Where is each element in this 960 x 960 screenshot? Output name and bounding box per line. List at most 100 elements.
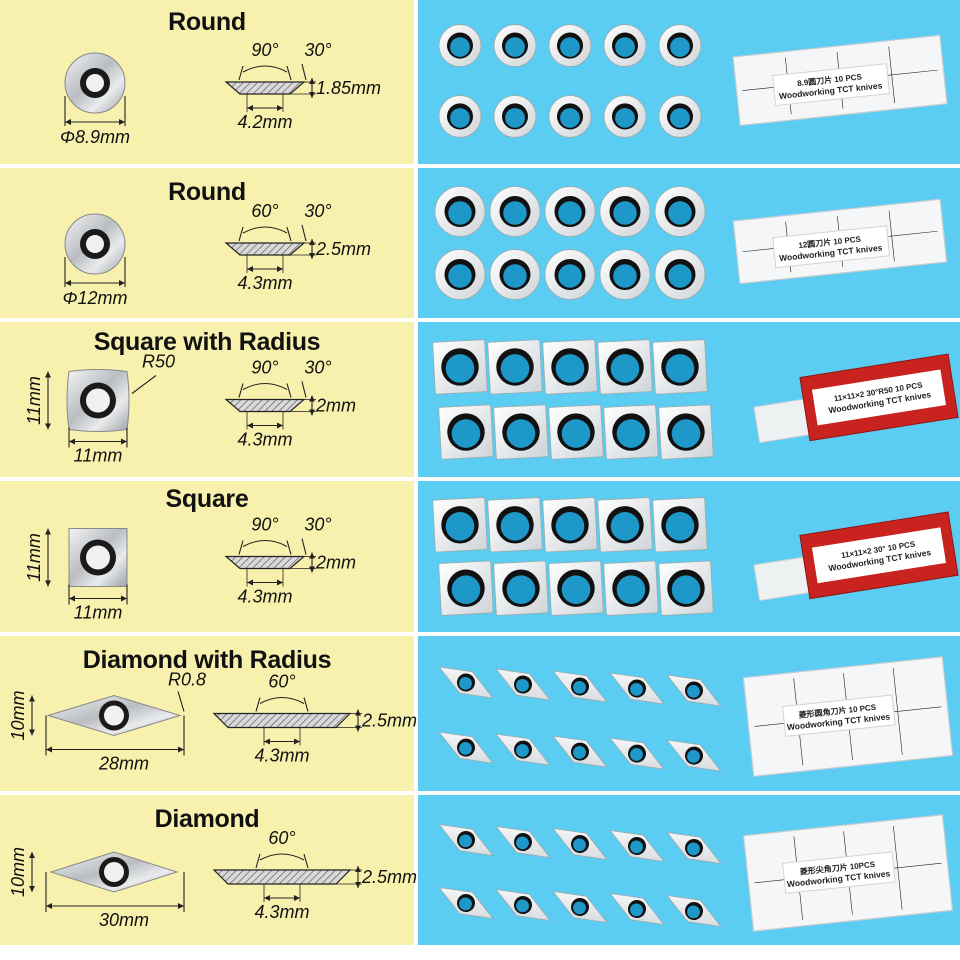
angle-label: 60° [268, 672, 295, 692]
box-label [772, 225, 891, 269]
product-title: Square with Radius [93, 328, 321, 356]
insert-icon [495, 888, 551, 922]
thickness-label: 2.5mm [315, 239, 371, 259]
insert-grid [432, 497, 714, 616]
product-title: Round [168, 8, 246, 36]
length-label: 30mm [99, 910, 149, 930]
spec-panel: Diamond 10mm 30mm 60° 2.5mm 4.3mm [0, 795, 417, 945]
insert-icon [552, 735, 608, 768]
width-label: 4.3mm [237, 587, 292, 607]
box-label [782, 851, 896, 894]
insert-drawing [68, 528, 128, 587]
length-label: 28mm [98, 754, 149, 774]
angle-label: 60° [251, 201, 278, 221]
insert-icon [552, 890, 608, 924]
relief-label: 30° [304, 358, 331, 378]
cross-section [212, 712, 352, 729]
angle-arc [259, 853, 305, 861]
insert-icon [609, 892, 665, 926]
insert-icon [495, 733, 551, 766]
thickness-label: 2.5mm [361, 867, 417, 887]
angle-arc [242, 540, 288, 547]
relief-label: 30° [304, 40, 331, 60]
insert-grid [438, 24, 702, 138]
insert-icon [438, 886, 494, 920]
angle-label: 90° [251, 515, 278, 535]
angle-label: 90° [251, 358, 278, 378]
width-label: 4.3mm [254, 902, 309, 922]
diameter-label: Φ12mm [62, 288, 127, 308]
angle-label: 60° [268, 828, 295, 848]
thickness-label: 2mm [315, 553, 356, 573]
insert-icon [609, 829, 665, 863]
insert-icon [666, 739, 722, 772]
insert-grid [438, 823, 722, 928]
insert-drawing [46, 694, 182, 737]
angle-arc [242, 383, 288, 390]
side-label: 11mm [74, 446, 123, 466]
product-title: Diamond [154, 805, 260, 833]
insert-drawing [64, 213, 126, 275]
width-label: 4.3mm [254, 746, 309, 766]
cross-section [212, 869, 352, 885]
height-label: 10mm [8, 690, 28, 740]
radius-label: R0.8 [168, 670, 206, 690]
insert-icon [552, 827, 608, 861]
box-label [811, 527, 947, 584]
insert-icon [438, 666, 494, 699]
product-title: Round [168, 178, 246, 206]
insert-icon [438, 823, 494, 857]
side-label: 11mm [74, 603, 123, 623]
diameter-label: Φ8.9mm [60, 127, 130, 147]
width-label: 4.2mm [237, 112, 292, 132]
insert-icon [609, 672, 665, 705]
thickness-label: 2mm [315, 396, 356, 416]
cross-section [224, 555, 306, 570]
thickness-label: 1.85mm [316, 78, 381, 98]
product-title: Diamond with Radius [82, 646, 332, 674]
box-label [811, 369, 947, 426]
cross-section [224, 242, 306, 256]
width-label: 4.3mm [237, 430, 292, 450]
relief-label: 30° [304, 515, 331, 535]
angle-arc [242, 65, 288, 73]
spec-diagram: 10mm 30mm 60° 2.5mm 4.3mm [8, 828, 417, 930]
width-label: 4.3mm [237, 273, 292, 293]
angle-arc [242, 226, 288, 234]
cross-section [224, 81, 306, 95]
insert-grid [432, 339, 714, 460]
insert-drawing [66, 369, 130, 432]
box-label [772, 63, 891, 107]
height-label: 11mm [24, 533, 44, 582]
insert-icon [495, 668, 551, 701]
insert-icon [666, 831, 722, 865]
height-label: 10mm [8, 847, 28, 897]
insert-icon [666, 674, 722, 707]
